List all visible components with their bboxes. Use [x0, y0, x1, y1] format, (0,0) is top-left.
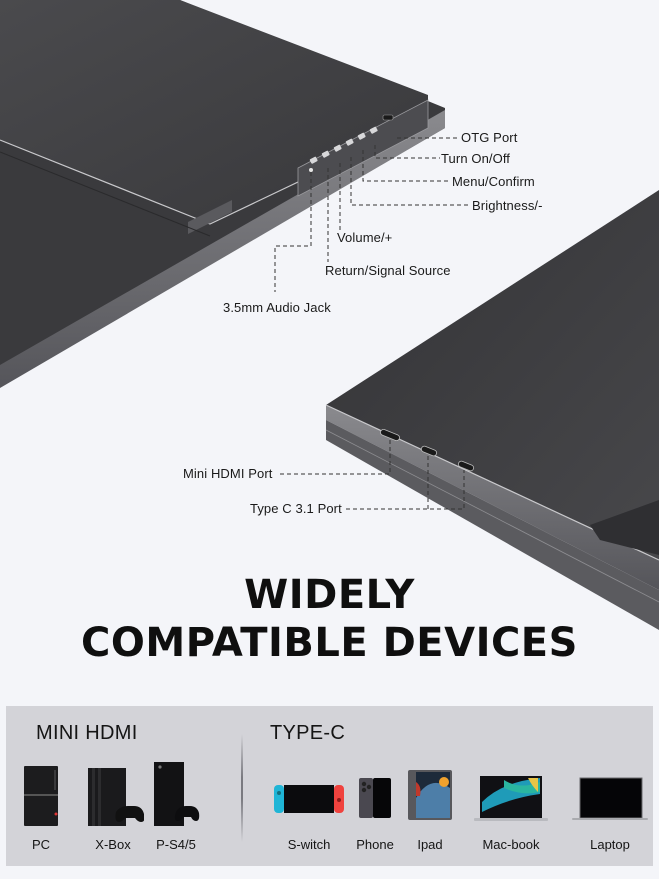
- device-ps45: P-S4/5: [152, 760, 200, 864]
- laptop-icon: [572, 777, 648, 820]
- switch-console-icon: [274, 785, 344, 813]
- callout-return-button: Return/Signal Source: [325, 263, 451, 278]
- device-laptop: Laptop: [572, 774, 648, 864]
- device-xbox: X-Box: [82, 764, 145, 864]
- tablet-icon: [408, 770, 452, 820]
- callout-leaders-bottom: [280, 440, 465, 510]
- callout-volume-button: Volume/+: [337, 230, 393, 245]
- headline-line-1: WIDELY: [244, 572, 415, 618]
- callout-mini-hdmi-port: Mini HDMI Port: [183, 466, 273, 481]
- playstation-console-icon: [88, 768, 145, 826]
- callout-menu-button: Menu/Confirm: [452, 174, 535, 189]
- callout-otg-port: OTG Port: [461, 130, 518, 145]
- callout-leaders-top: [274, 137, 470, 292]
- callout-audio-jack: 3.5mm Audio Jack: [223, 300, 331, 315]
- smartphone-icon: [359, 778, 391, 818]
- device-switch: S-witch: [274, 784, 344, 864]
- compatibility-panel: MINI HDMI TYPE-C PC X-Box: [6, 706, 653, 866]
- type-c-title: TYPE-C: [270, 722, 346, 744]
- callout-type-c-port: Type C 3.1 Port: [250, 501, 342, 516]
- monitor-top-left: [0, 0, 445, 388]
- monitor-bottom-right: [325, 190, 659, 630]
- callout-brightness-button: Brightness/-: [472, 198, 543, 213]
- device-macbook: Mac-book: [474, 772, 548, 864]
- desktop-tower-icon: [24, 766, 58, 826]
- side-buttons: [309, 114, 394, 172]
- device-phone: Phone: [356, 776, 394, 864]
- headline-line-2: COMPATIBLE DEVICES: [81, 620, 578, 666]
- device-ipad: Ipad: [406, 768, 454, 864]
- callout-power-button: Turn On/Off: [441, 151, 511, 166]
- xbox-console-icon: [154, 762, 200, 826]
- macbook-icon: [474, 776, 548, 821]
- group-divider: [241, 734, 243, 842]
- device-pc: PC: [20, 764, 62, 864]
- bottom-ports: [380, 428, 475, 472]
- mini-hdmi-title: MINI HDMI: [36, 722, 138, 744]
